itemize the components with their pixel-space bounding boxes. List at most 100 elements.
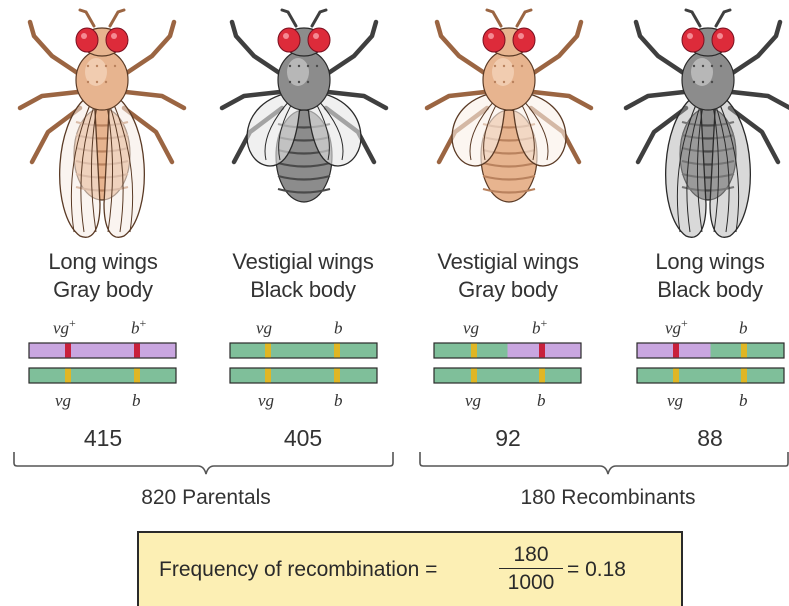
fly-eye-right <box>712 28 734 52</box>
fly-bristle <box>87 65 89 67</box>
fly-eye-shine <box>717 33 723 39</box>
fly-bristle <box>494 65 496 67</box>
recombination-frequency-box: Frequency of recombination = 180 1000 = … <box>137 531 683 606</box>
fly-bristle <box>298 81 300 83</box>
fly-vestigial-black-illustration <box>214 4 394 242</box>
chromosome-segment <box>711 368 785 383</box>
fly-leg <box>232 22 284 76</box>
offspring-count: 92 <box>458 425 558 452</box>
allele-label-bottom-right: b <box>334 391 343 411</box>
parentals-total-label: 820 Parentals <box>86 486 326 510</box>
phenotype-wings: Vestigial wings <box>203 248 403 276</box>
fly-bristle <box>307 65 309 67</box>
fly-body-group <box>222 10 386 202</box>
fly-bristle <box>512 81 514 83</box>
fly-eye-shine <box>488 33 494 39</box>
allele-label-bottom-left: vg <box>55 391 71 411</box>
fly-bristle <box>87 81 89 83</box>
phenotype-wings: Vestigial wings <box>408 248 608 276</box>
fly-leg <box>732 92 789 108</box>
fraction-numerator: 180 <box>499 542 563 569</box>
fly-body-group <box>626 10 789 237</box>
fly-bristle <box>316 65 318 67</box>
fly-antenna <box>517 10 531 26</box>
allele-marker <box>134 369 140 383</box>
phenotype-body: Gray body <box>408 276 608 304</box>
fly-eye-shine <box>518 33 524 39</box>
recombinants-total-label: 180 Recombinants <box>478 486 738 510</box>
fly-leg <box>122 22 174 76</box>
fly-eye-right <box>308 28 330 52</box>
chromosome-segment <box>304 343 378 358</box>
allele-label-bottom-right: b <box>537 391 546 411</box>
formula-result: = 0.18 <box>567 558 626 582</box>
formula-fraction: 180 1000 <box>499 542 563 597</box>
formula-label: Frequency of recombination = <box>159 558 437 582</box>
allele-marker <box>265 344 271 358</box>
fly-eye-left <box>682 28 704 52</box>
fly-antenna <box>110 10 124 26</box>
fly-leg <box>636 22 688 76</box>
fly-bristle <box>521 65 523 67</box>
allele-marker <box>265 369 271 383</box>
allele-label-bottom-left: vg <box>667 391 683 411</box>
fly-bristle <box>289 65 291 67</box>
allele-marker <box>65 344 71 358</box>
fly-antenna <box>716 10 730 26</box>
fly-bristle <box>307 81 309 83</box>
fly-bristle <box>298 65 300 67</box>
fly-eye-left <box>76 28 98 52</box>
allele-label-top-left: vg+ <box>665 316 688 339</box>
allele-label-bottom-right: b <box>132 391 141 411</box>
parentals-bracket <box>14 452 393 474</box>
allele-marker <box>65 369 71 383</box>
phenotype-label-long-gray: Long wings Gray body <box>3 248 203 304</box>
fly-eye-right <box>513 28 535 52</box>
phenotype-wings: Long wings <box>610 248 789 276</box>
fly-antenna <box>686 10 700 26</box>
fly-eye-left <box>483 28 505 52</box>
fly-bristle <box>512 65 514 67</box>
fly-antenna <box>80 10 94 26</box>
fly-body-group <box>20 10 184 237</box>
fly-leg <box>20 92 78 108</box>
fly-leg <box>728 22 780 76</box>
fly-bristle <box>693 65 695 67</box>
phenotype-wings: Long wings <box>3 248 203 276</box>
fly-bristle <box>503 81 505 83</box>
fly-vestigial-gray-illustration <box>419 4 599 242</box>
allele-label-top-right: b <box>739 316 748 339</box>
phenotype-label-vestigial-gray: Vestigial wings Gray body <box>408 248 608 304</box>
fly-leg <box>437 22 489 76</box>
fly-leg <box>126 92 184 108</box>
fly-antenna <box>487 10 501 26</box>
allele-marker <box>471 369 477 383</box>
fly-bristle <box>503 65 505 67</box>
fly-leg <box>529 22 581 76</box>
fly-leg <box>30 22 82 76</box>
fly-bristle <box>702 81 704 83</box>
fly-antenna <box>312 10 326 26</box>
fly-bristle <box>494 81 496 83</box>
allele-marker <box>539 369 545 383</box>
phenotype-body: Black body <box>610 276 789 304</box>
allele-label-bottom-left: vg <box>258 391 274 411</box>
allele-marker <box>134 344 140 358</box>
phenotype-label-vestigial-black: Vestigial wings Black body <box>203 248 403 304</box>
fly-eye-shine <box>687 33 693 39</box>
fly-eye-shine <box>313 33 319 39</box>
chromosome-pairs <box>0 338 789 390</box>
fly-bristle <box>96 65 98 67</box>
group-brackets <box>0 450 789 480</box>
fly-eye-right <box>106 28 128 52</box>
allele-marker <box>673 344 679 358</box>
fly-eye-shine <box>81 33 87 39</box>
phenotype-body: Gray body <box>3 276 203 304</box>
fly-body-group <box>427 10 591 202</box>
allele-marker <box>334 369 340 383</box>
chromosome-segment <box>304 368 378 383</box>
fly-eye-shine <box>111 33 117 39</box>
phenotype-label-long-black: Long wings Black body <box>610 248 789 304</box>
allele-marker <box>673 369 679 383</box>
allele-label-top-left: vg <box>463 316 479 339</box>
